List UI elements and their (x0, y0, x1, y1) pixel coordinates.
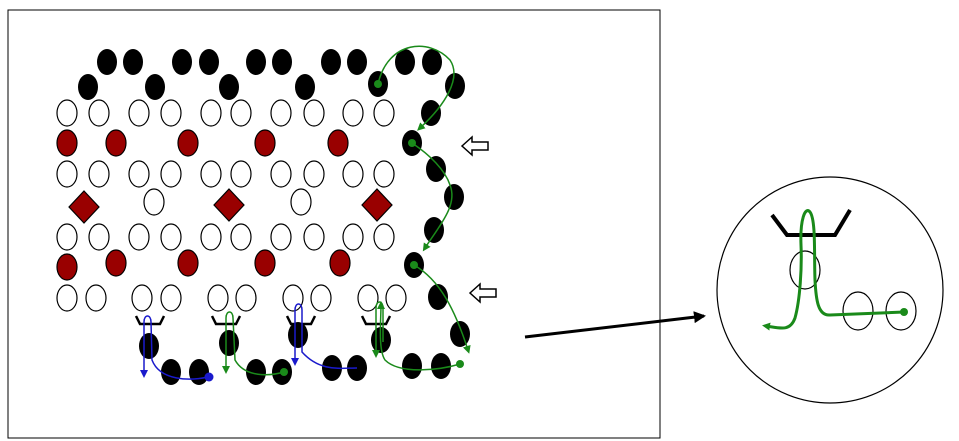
top-edge-beads (78, 49, 465, 100)
right-arrow-icon (524, 311, 706, 339)
connector-hooks (134, 315, 392, 326)
hollow-left-arrow-icon (460, 135, 497, 304)
blue-thread-dot (204, 372, 214, 382)
bottom-thread-loops (140, 301, 384, 380)
green-thread-edge (376, 45, 471, 371)
diagram-frame (7, 9, 661, 439)
red-beads (56, 129, 393, 281)
magnified-detail-icon (716, 176, 944, 404)
white-beads (56, 99, 407, 312)
right-edge-beads (402, 100, 470, 347)
